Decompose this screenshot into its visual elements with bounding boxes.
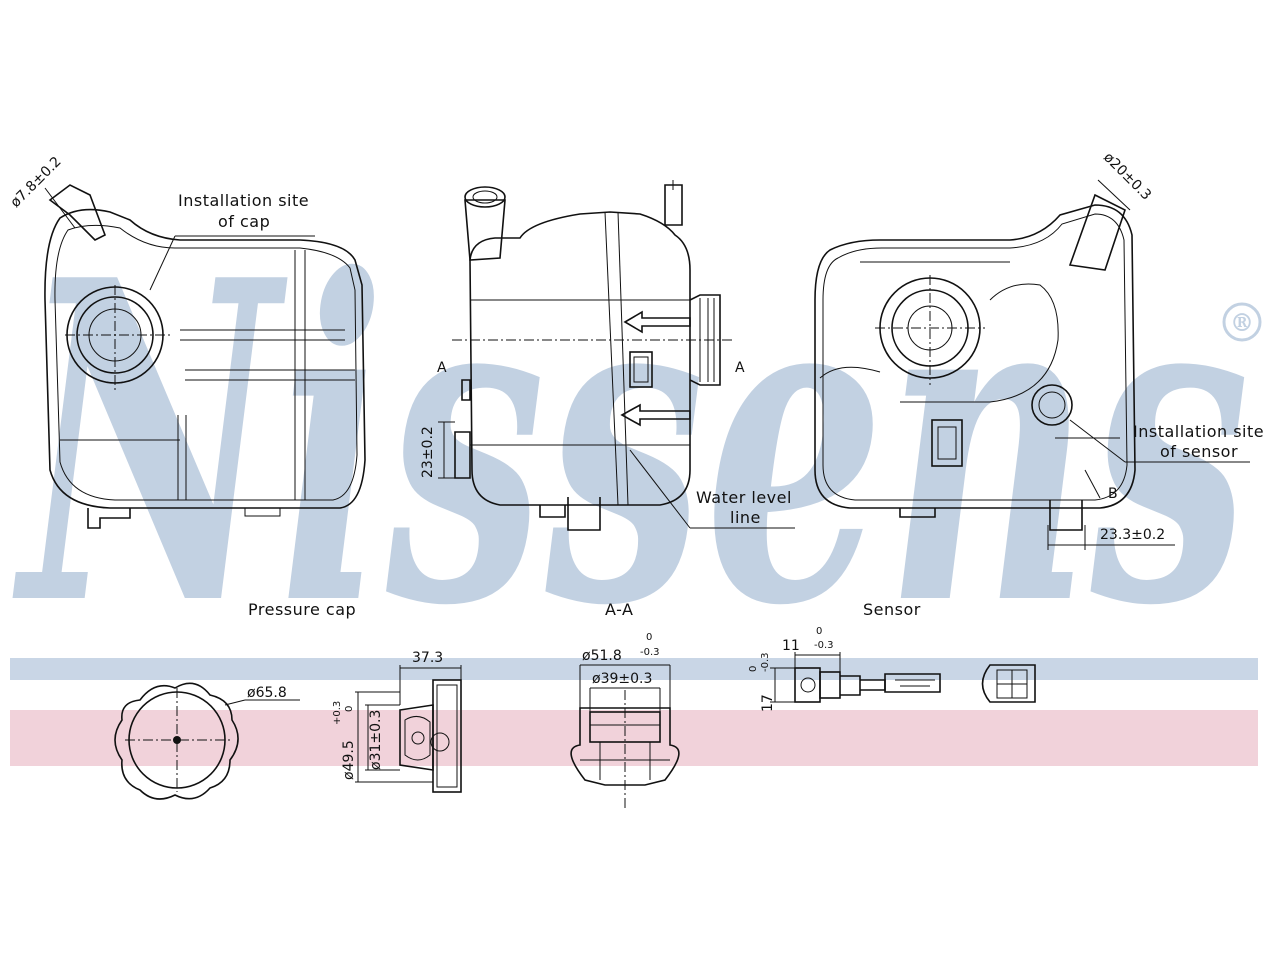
blue-stripe	[10, 658, 1258, 680]
sensor-height-tol-top: 0	[748, 666, 759, 672]
section-a-left: A	[437, 360, 447, 376]
registered-mark: ®	[1230, 308, 1254, 337]
neck-diameter-dimension: ø51.8	[582, 648, 622, 664]
cap-outer-tol-bottom: 0	[344, 706, 355, 712]
water-level-label-1: Water level	[696, 488, 792, 507]
sensor-width-tol-top: 0	[816, 626, 822, 637]
sensor-site-label-1: Installation site	[1133, 422, 1264, 441]
sensor-site-label-2: of sensor	[1160, 442, 1238, 461]
cap-top-view: ø65.8	[114, 682, 300, 800]
water-level-label-2: line	[730, 508, 761, 527]
cap-side-section: 37.3 ø49.5 +0.3 0 ø31±0.3	[332, 650, 462, 793]
neck-section: ø51.8 0 -0.3 ø39±0.3	[570, 632, 680, 810]
cap-outer-dimension: ø49.5	[341, 740, 357, 780]
neck-tol-bottom: -0.3	[640, 647, 660, 658]
pink-stripe	[10, 710, 1258, 766]
sensor-height-dimension: 17	[760, 694, 776, 712]
view-label-section-aa: A-A	[605, 600, 633, 619]
sensor-detail: 11 0 -0.3 17 0 -0.3	[748, 626, 1036, 712]
cap-width-dimension: 37.3	[412, 650, 443, 666]
cap-diameter-dimension: ø65.8	[247, 685, 287, 701]
section-b-label: B	[1108, 486, 1118, 502]
sensor-height-tol-bottom: -0.3	[760, 652, 771, 672]
tank-view-center: A A Water level line 23±0.2	[420, 180, 795, 531]
sensor-width-tol-bottom: -0.3	[814, 640, 834, 651]
sensor-width-dimension: 11	[782, 638, 800, 654]
cap-site-label-2: of cap	[218, 212, 270, 231]
neck-tol-top: 0	[646, 632, 652, 643]
brand-watermark: Nissens ®	[11, 185, 1262, 702]
view-label-sensor: Sensor	[863, 600, 921, 619]
side-height-dimension: 23±0.2	[420, 426, 436, 478]
sensor-offset-dimension: 23.3±0.2	[1100, 527, 1165, 543]
tank-view-left: Installation site of cap ø7.8±0.2	[8, 154, 366, 529]
cap-inner-dimension: ø31±0.3	[368, 710, 384, 770]
watermark-text: Nissens	[11, 185, 1250, 702]
cap-site-label-1: Installation site	[178, 191, 309, 210]
view-label-pressure-cap: Pressure cap	[248, 600, 356, 619]
registered-mark-circle	[1222, 302, 1262, 342]
neck-inner-dimension: ø39±0.3	[592, 671, 652, 687]
cap-outer-tol-top: +0.3	[332, 701, 343, 725]
section-a-right: A	[735, 360, 745, 376]
